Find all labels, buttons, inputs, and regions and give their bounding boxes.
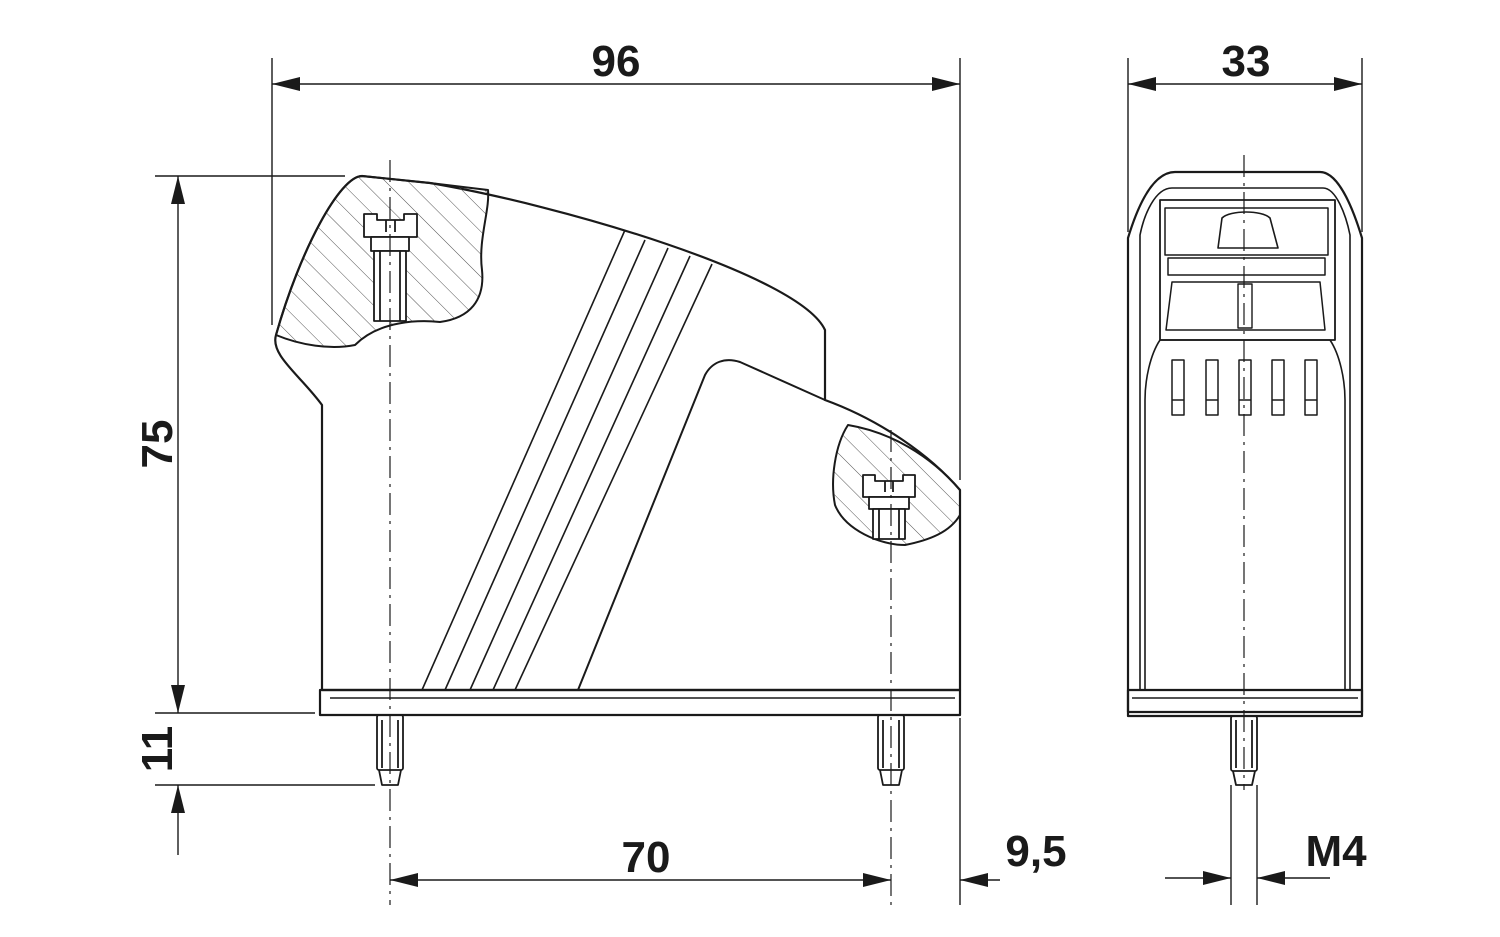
latch-slot: [1237, 283, 1253, 329]
dim-11-label: 11: [133, 726, 182, 773]
dimension-lines: [155, 58, 1363, 905]
latch-rail: [1167, 257, 1326, 276]
dim-9-5-label: 9,5: [1005, 827, 1066, 876]
dim-m4-label: M4: [1305, 827, 1367, 876]
latch-block: [1165, 281, 1326, 331]
dim-96-label: 96: [592, 37, 641, 86]
latch-window: [1159, 199, 1336, 341]
lower-screw: [862, 474, 916, 540]
front-view: [1126, 155, 1364, 790]
side-view: [274, 160, 962, 905]
latch-inner: [1164, 207, 1329, 256]
front-inner-outline: [1139, 187, 1351, 691]
dim-33-label: 33: [1222, 37, 1271, 86]
front-lower-panel: [1144, 339, 1346, 691]
contact-slots: [1171, 359, 1318, 416]
grip-ribs: [421, 229, 713, 691]
dim-70-label: 70: [622, 833, 671, 882]
dim-75-label: 75: [133, 420, 182, 469]
hood-step-edge: [577, 359, 826, 691]
hood-base-plate: [318, 688, 962, 717]
latch-knob: [1217, 211, 1279, 249]
front-body-outline: [1126, 170, 1364, 714]
